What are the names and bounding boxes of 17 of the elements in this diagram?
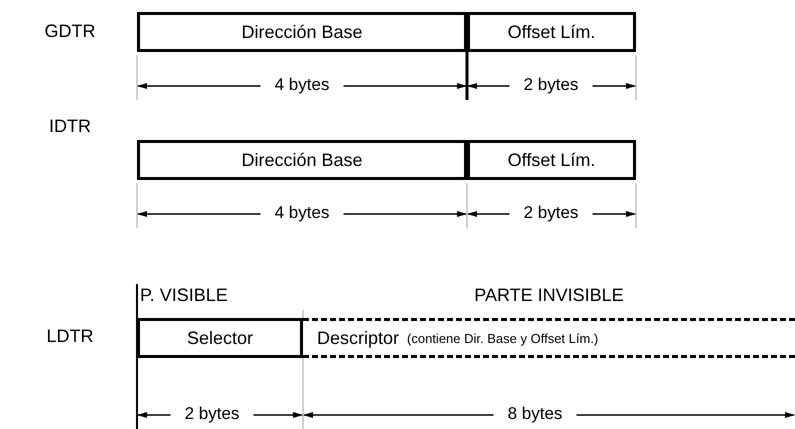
dimension-label: 2 bytes — [522, 204, 580, 221]
register-label: GDTR — [44, 22, 96, 40]
register-label: IDTR — [48, 117, 92, 135]
register-field: Offset Lím. — [467, 140, 636, 180]
register-field-dashed: Descriptor (contiene Dir. Base y Offset Lím.) — [303, 318, 795, 358]
register-field: Selector — [137, 318, 303, 358]
dimension-label: 8 bytes — [506, 405, 564, 422]
register-field: Dirección Base — [137, 140, 467, 180]
dimension-label: 2 bytes — [522, 76, 580, 93]
register-label: LDTR — [45, 327, 94, 345]
register-field: Offset Lím. — [467, 12, 636, 52]
dimension-label: 4 bytes — [274, 204, 330, 221]
register-label: PARTE INVISIBLE — [473, 286, 625, 304]
register-field: Dirección Base — [137, 12, 467, 52]
dimension-label: 4 bytes — [274, 76, 330, 93]
dimension-label: 2 bytes — [184, 405, 240, 422]
register-label: P. VISIBLE — [140, 286, 229, 304]
